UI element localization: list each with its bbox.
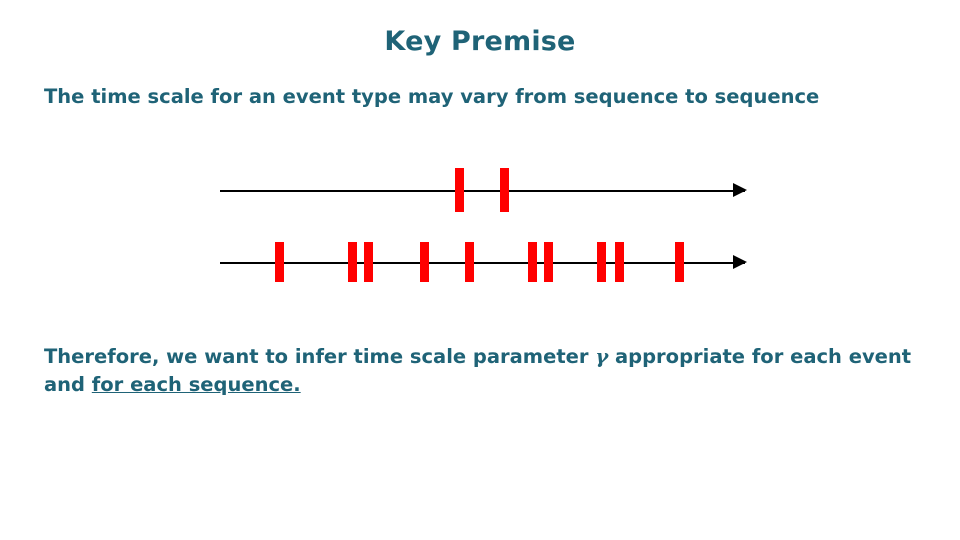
bullet-inference-text-1: Therefore, we want to infer time scale p… — [44, 345, 596, 368]
gamma-symbol: γ — [595, 345, 609, 368]
event-timeline-diagram — [0, 150, 960, 310]
timeline-arrowhead-2 — [733, 255, 747, 269]
event-mark — [597, 242, 606, 282]
timeline-axis-1 — [220, 190, 745, 192]
event-mark — [528, 242, 537, 282]
event-mark — [455, 168, 464, 212]
event-mark — [615, 242, 624, 282]
page-title: Key Premise — [384, 26, 576, 57]
timeline-axis-2 — [220, 262, 745, 264]
bullet-inference-text-2: appropriate for each event and — [44, 345, 912, 396]
event-mark — [675, 242, 684, 282]
event-mark — [544, 242, 553, 282]
event-mark — [465, 242, 474, 282]
bullet-inference: Therefore, we want to infer time scale p… — [44, 343, 924, 398]
timeline-arrowhead-1 — [733, 183, 747, 197]
event-mark — [348, 242, 357, 282]
bullet-inference-emphasis: for each sequence. — [91, 372, 301, 396]
event-mark — [420, 242, 429, 282]
bullet-premise: The time scale for an event type may var… — [44, 85, 820, 108]
event-mark — [364, 242, 373, 282]
event-mark — [500, 168, 509, 212]
event-mark — [275, 242, 284, 282]
